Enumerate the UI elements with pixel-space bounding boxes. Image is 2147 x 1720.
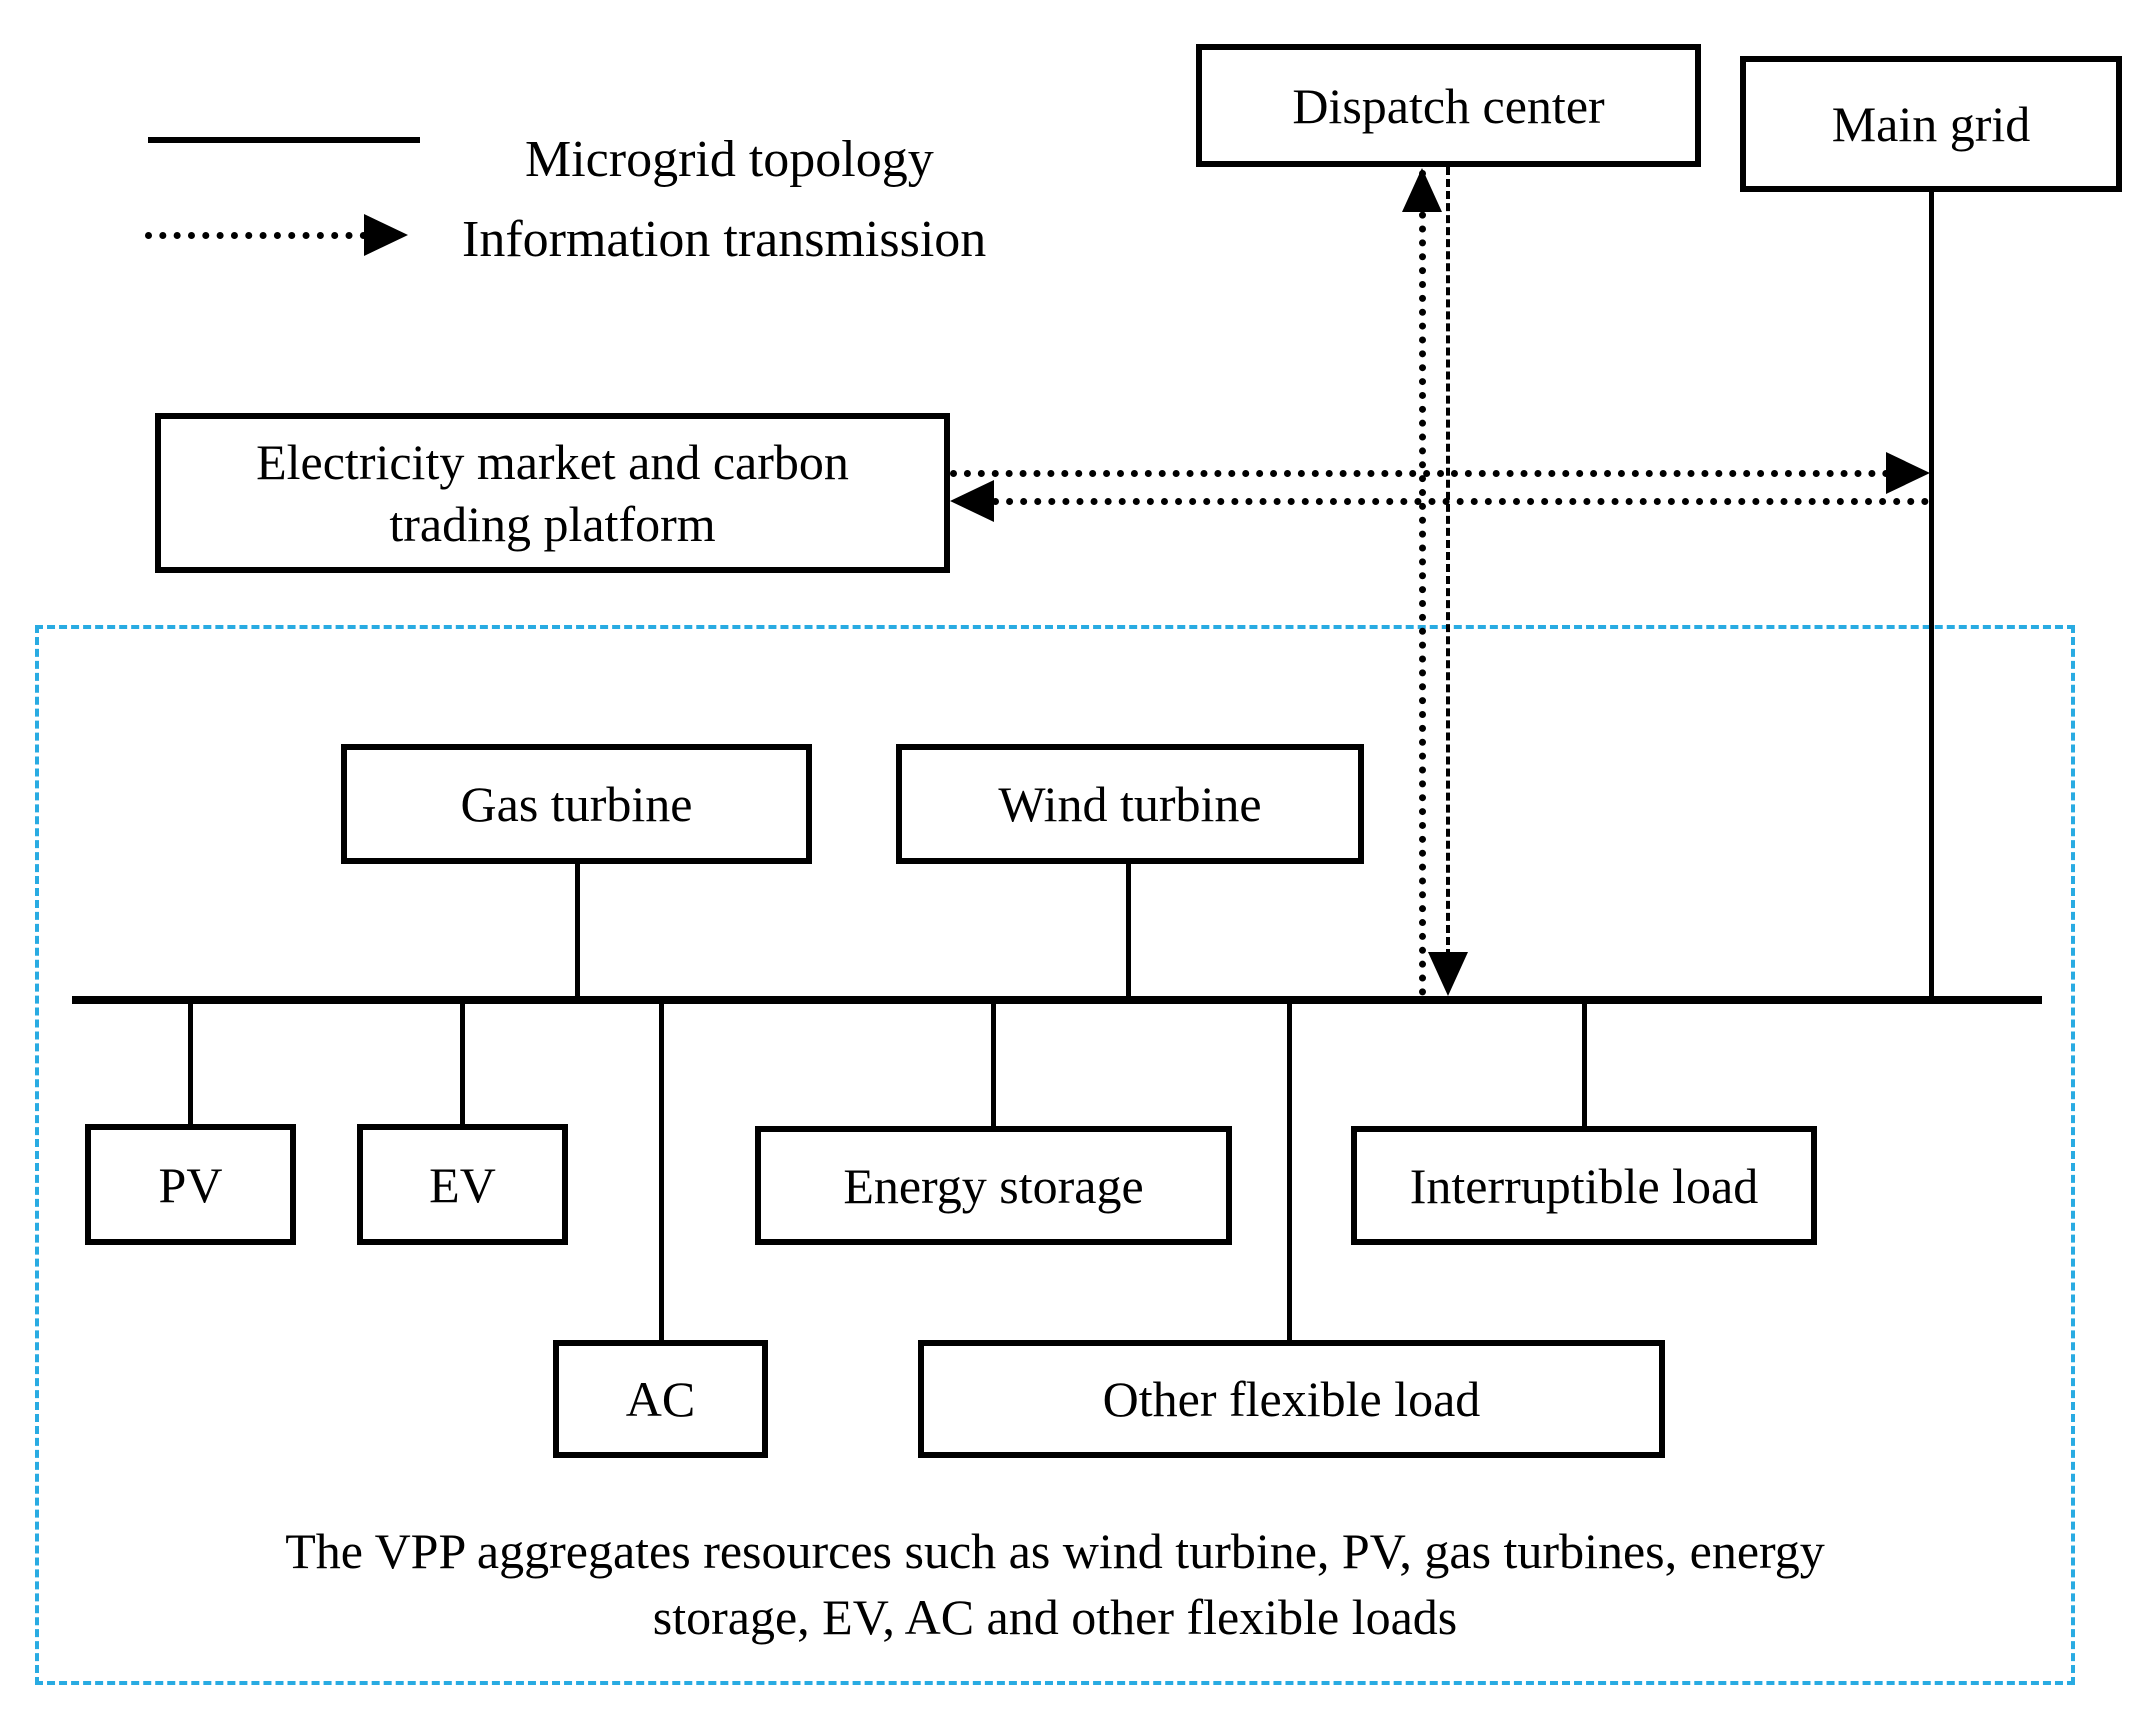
ev-label: EV bbox=[429, 1156, 496, 1213]
interruptible-load-label: Interruptible load bbox=[1409, 1157, 1759, 1214]
wind-turbine-label: Wind turbine bbox=[998, 776, 1262, 832]
info-line-dispatch-to-bus bbox=[1446, 167, 1450, 957]
market-platform-label-line1: Electricity market and carbon bbox=[256, 434, 849, 490]
gas-turbine-connector bbox=[575, 864, 580, 996]
wind-turbine-box: Wind turbine bbox=[896, 744, 1364, 864]
dispatch-center-label: Dispatch center bbox=[1292, 77, 1605, 134]
legend-microgrid-label: Microgrid topology bbox=[525, 131, 934, 188]
legend-right-arrowhead bbox=[364, 214, 408, 256]
gas-turbine-box: Gas turbine bbox=[341, 744, 812, 864]
bus-line bbox=[72, 996, 2042, 1004]
other-flexible-load-box: Other flexible load bbox=[918, 1340, 1665, 1458]
info-line-maingrid-to-market bbox=[992, 498, 1929, 505]
energy-storage-connector bbox=[991, 1004, 996, 1126]
ev-box: EV bbox=[357, 1124, 568, 1245]
dispatch-center-box: Dispatch center bbox=[1196, 44, 1701, 167]
legend-information-line bbox=[145, 232, 367, 239]
energy-storage-label: Energy storage bbox=[843, 1157, 1144, 1214]
main-grid-label: Main grid bbox=[1831, 96, 2031, 152]
vpp-caption-line2: storage, EV, AC and other flexible loads bbox=[652, 1589, 1458, 1645]
energy-storage-box: Energy storage bbox=[755, 1126, 1232, 1245]
pv-box: PV bbox=[85, 1124, 296, 1245]
gas-turbine-label: Gas turbine bbox=[460, 776, 693, 832]
market-platform-label-line2: trading platform bbox=[389, 496, 716, 552]
market-platform-box: Electricity market and carbon trading pl… bbox=[155, 413, 950, 573]
legend-microgrid-line bbox=[148, 137, 420, 143]
vpp-caption: The VPP aggregates resources such as win… bbox=[35, 1518, 2075, 1650]
legend-information-label: Information transmission bbox=[462, 211, 987, 268]
market-left-arrowhead bbox=[950, 480, 994, 522]
dispatch-up-arrowhead bbox=[1402, 168, 1442, 212]
other-flexible-load-connector bbox=[1287, 1004, 1292, 1340]
ac-connector bbox=[659, 1004, 664, 1340]
vpp-caption-line1: The VPP aggregates resources such as win… bbox=[285, 1523, 1825, 1579]
interruptible-load-connector bbox=[1582, 1004, 1587, 1126]
ac-label: AC bbox=[625, 1371, 696, 1427]
main-grid-connector bbox=[1929, 192, 1934, 996]
vpp-boundary bbox=[35, 625, 2075, 1685]
wind-turbine-connector bbox=[1126, 864, 1131, 996]
pv-label: PV bbox=[158, 1156, 223, 1213]
interruptible-load-box: Interruptible load bbox=[1351, 1126, 1817, 1245]
ev-connector bbox=[460, 1004, 465, 1124]
info-line-bus-to-dispatch bbox=[1419, 170, 1426, 996]
pv-connector bbox=[188, 1004, 193, 1124]
other-flexible-load-label: Other flexible load bbox=[1102, 1371, 1481, 1427]
ac-box: AC bbox=[553, 1340, 768, 1458]
main-grid-box: Main grid bbox=[1740, 56, 2122, 192]
maingrid-right-arrowhead bbox=[1886, 452, 1930, 494]
bus-down-arrowhead bbox=[1428, 952, 1468, 996]
